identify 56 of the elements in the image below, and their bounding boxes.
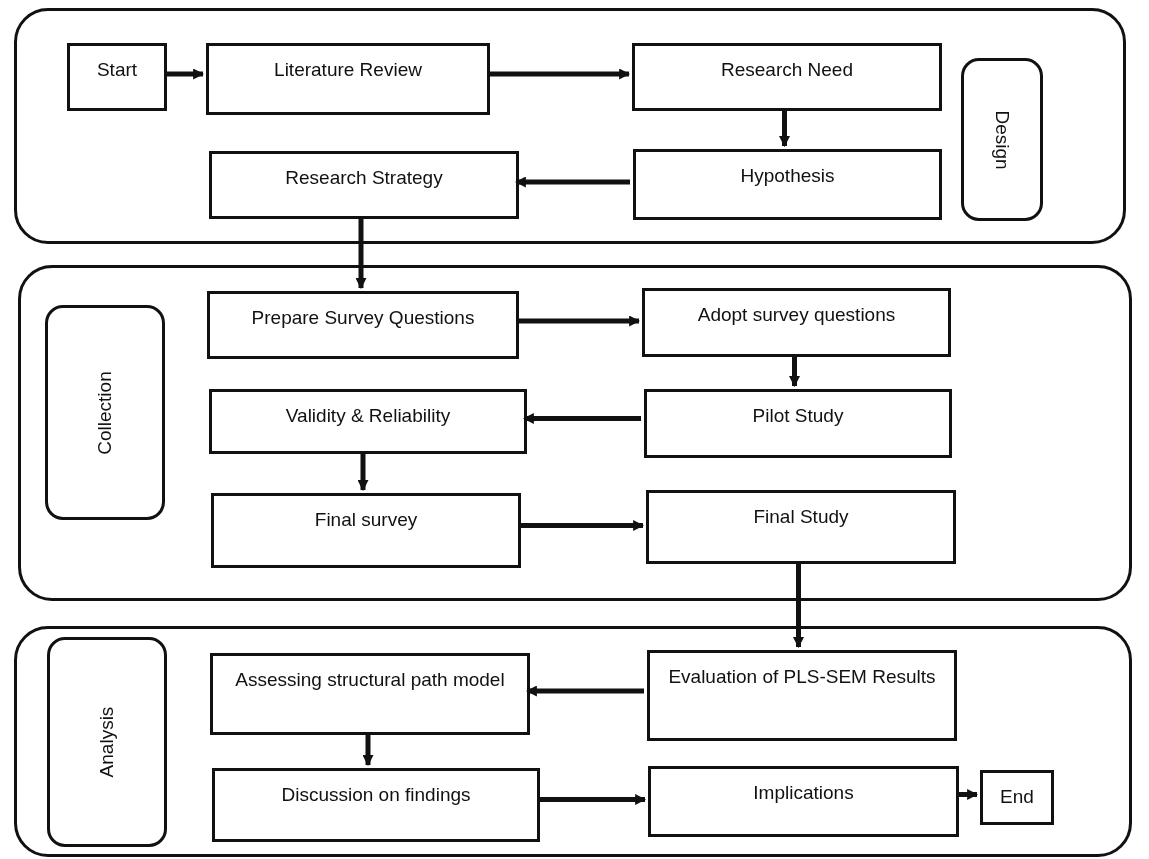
box-text: Validity & Reliability (285, 404, 451, 428)
box-text: Literature Review (274, 58, 422, 82)
process-box (647, 650, 957, 741)
process-box (632, 43, 942, 111)
arrow (164, 68, 205, 80)
arrow (525, 685, 644, 697)
box-text: Research Strategy (285, 166, 443, 190)
process-box (209, 389, 527, 454)
box-text: Final Study (753, 505, 849, 529)
process-box (206, 43, 490, 115)
process-box (633, 149, 942, 220)
process-box (211, 493, 521, 568)
process-box (642, 288, 951, 357)
arrow (357, 451, 369, 492)
process-box (644, 389, 952, 458)
arrow (956, 789, 979, 800)
process-box (67, 43, 167, 111)
process-box (212, 768, 540, 842)
stage-label-box (47, 637, 167, 847)
box-text: Hypothesis (740, 164, 835, 188)
arrow (779, 108, 790, 148)
stage-panel (18, 265, 1132, 601)
stage-label: Collection (94, 370, 116, 455)
box-text: Discussion on findings (281, 783, 471, 807)
box-text: Research Need (721, 58, 853, 82)
arrow (487, 68, 631, 80)
box-text: Start (96, 58, 138, 82)
box-text: Evaluation of PLS-SEM Results (668, 665, 936, 689)
box-text: Adopt survey questions (697, 303, 896, 327)
arrow (789, 354, 800, 388)
box-text: Pilot Study (752, 404, 844, 428)
process-box (648, 766, 959, 837)
arrow (362, 732, 374, 767)
process-box (207, 291, 519, 359)
stage-panel (14, 8, 1126, 244)
process-box (210, 653, 530, 735)
process-box (980, 770, 1054, 825)
arrow (522, 413, 641, 424)
box-text: End (1000, 785, 1034, 809)
stage-label-box (45, 305, 165, 520)
stage-label-box (961, 58, 1043, 221)
process-box (209, 151, 519, 219)
stage-label: Design (991, 109, 1013, 170)
box-text: Implications (753, 781, 854, 805)
arrow (514, 176, 630, 188)
arrow (355, 216, 367, 290)
stage-label: Analysis (96, 706, 118, 778)
arrow (793, 561, 804, 649)
arrow (537, 794, 647, 805)
box-text: Assessing structural path model (235, 668, 505, 692)
process-box (646, 490, 956, 564)
arrow (516, 315, 641, 327)
arrow (518, 520, 645, 531)
box-text: Final survey (314, 508, 418, 532)
box-text: Prepare Survey Questions (251, 306, 475, 330)
stage-panel (14, 626, 1132, 857)
